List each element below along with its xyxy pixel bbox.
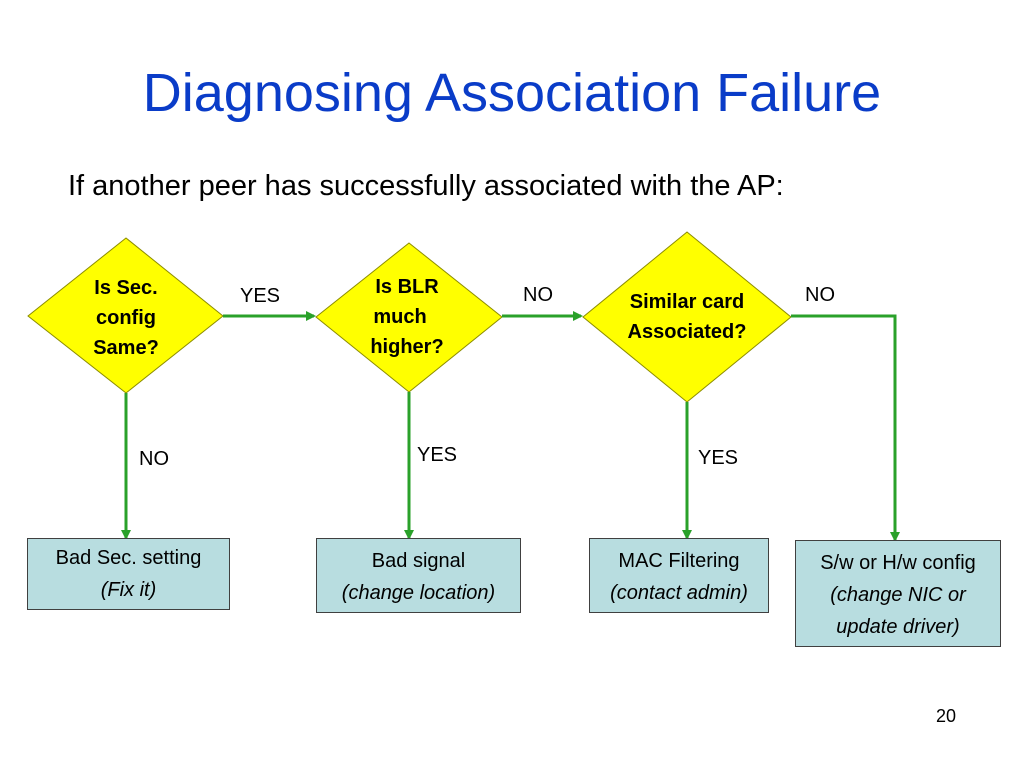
slide-subtitle: If another peer has successfully associa… bbox=[68, 170, 784, 202]
decision-line: Associated? bbox=[627, 321, 747, 343]
decision-label-sec-config: Is Sec. config Same? bbox=[66, 273, 186, 363]
decision-line: Similar card bbox=[629, 291, 745, 313]
slide-title: Diagnosing Association Failure bbox=[142, 63, 882, 123]
edge-label-similar-to-config: NO bbox=[805, 284, 835, 306]
decision-line: higher? bbox=[370, 336, 444, 358]
outcome-box-mac-filter: MAC Filtering (contact admin) bbox=[589, 538, 769, 613]
edge-label-sec-to-blr: YES bbox=[240, 285, 281, 307]
outcome-action: (change location) bbox=[341, 582, 496, 604]
outcome-title: S/w or H/w config bbox=[820, 552, 976, 574]
outcome-title: MAC Filtering bbox=[618, 550, 740, 572]
outcome-box-bad-signal: Bad signal (change location) bbox=[316, 538, 521, 613]
page-number: 20 bbox=[936, 706, 957, 726]
outcome-title: Bad Sec. setting bbox=[55, 547, 202, 569]
outcome-action: (change NIC or update driver) bbox=[830, 584, 966, 638]
outcome-action: (Fix it) bbox=[100, 579, 157, 601]
outcome-action: (contact admin) bbox=[610, 582, 748, 604]
decision-line: Is BLR bbox=[375, 276, 439, 298]
decision-line: Is Sec. bbox=[94, 277, 158, 299]
outcome-box-config: S/w or H/w config (change NIC or update … bbox=[795, 540, 1001, 647]
outcome-box-bad-sec: Bad Sec. setting (Fix it) bbox=[27, 538, 230, 610]
decision-line: config bbox=[96, 307, 156, 329]
decision-line: much bbox=[373, 306, 427, 328]
decision-line: Same? bbox=[93, 337, 159, 359]
arrow-similar-to-config bbox=[791, 314, 900, 542]
outcome-title: Bad signal bbox=[371, 550, 466, 572]
edge-label-sec-down: NO bbox=[139, 448, 169, 470]
edge-label-similar-down: YES bbox=[698, 447, 739, 469]
decision-label-blr: Is BLR much higher? bbox=[352, 272, 462, 362]
edge-label-blr-to-similar: NO bbox=[523, 284, 553, 306]
decision-label-similar-card: Similar card Associated? bbox=[602, 287, 772, 347]
edge-label-blr-down: YES bbox=[417, 444, 458, 466]
